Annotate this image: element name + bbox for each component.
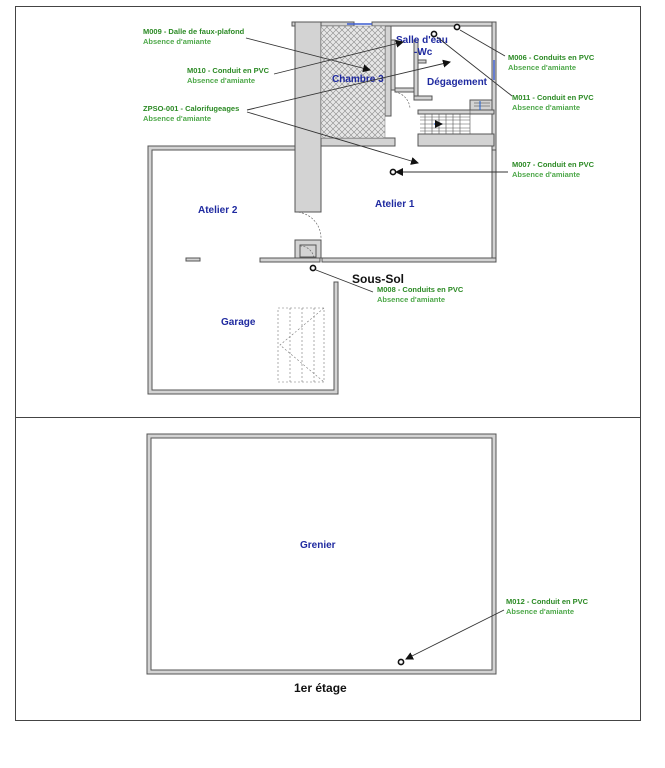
svg-text:M007 - Conduit en PVC: M007 - Conduit en PVC [512,160,595,169]
annotation-m010[interactable]: M010 - Conduit en PVC Absence d'amiante [187,66,270,85]
annotation-m011[interactable]: M011 - Conduit en PVC Absence d'amiante [512,93,594,112]
room-label-salle-eau: Salle d'eau [396,35,448,46]
annotation-m012[interactable]: M012 - Conduit en PVC Absence d'amiante [506,597,589,616]
marker-m012[interactable] [397,658,405,666]
upper-floor-frame [15,417,641,721]
svg-text:Absence d'amiante: Absence d'amiante [143,114,211,123]
room-label-degagement: Dégagement [427,77,488,88]
annotation-m008[interactable]: M008 - Conduits en PVC Absence d'amiante [377,285,464,304]
annotation-m007[interactable]: M007 - Conduit en PVC Absence d'amiante [512,160,595,179]
annotation-leaders [245,29,513,660]
marker-m007[interactable] [389,168,397,176]
svg-text:Absence d'amiante: Absence d'amiante [512,103,580,112]
basement-stairs [420,100,490,134]
svg-text:M010 - Conduit en PVC: M010 - Conduit en PVC [187,66,270,75]
sample-markers [309,23,461,666]
room-label-atelier2: Atelier 2 [198,205,238,216]
chambre3-hatch [320,25,386,139]
svg-text:Absence d'amiante: Absence d'amiante [187,76,255,85]
svg-text:Absence d'amiante: Absence d'amiante [377,295,445,304]
svg-text:Absence d'amiante: Absence d'amiante [508,63,576,72]
svg-text:Absence d'amiante: Absence d'amiante [143,37,211,46]
svg-text:M006 - Conduits en PVC: M006 - Conduits en PVC [508,53,595,62]
annotation-m006[interactable]: M006 - Conduits en PVC Absence d'amiante [508,53,595,72]
window-marks [347,23,495,80]
marker-m006[interactable] [453,23,461,31]
floor-title-basement: Sous-Sol [352,272,404,286]
annotation-zpso001[interactable]: ZPSO-001 - Calorifugeages Absence d'amia… [143,104,239,123]
room-label-salle-eau-wc: -Wc [414,47,433,58]
grenier-walls [146,433,497,675]
floor-title-upper: 1er étage [294,681,347,695]
svg-text:M008 - Conduits en PVC: M008 - Conduits en PVC [377,285,464,294]
svg-text:M011 - Conduit en PVC: M011 - Conduit en PVC [512,93,594,102]
svg-text:Absence d'amiante: Absence d'amiante [512,170,580,179]
svg-text:M009 - Dalle de faux-plafond: M009 - Dalle de faux-plafond [143,27,245,36]
annotation-m009[interactable]: M009 - Dalle de faux-plafond Absence d'a… [143,27,245,46]
room-label-grenier: Grenier [300,540,336,551]
svg-text:ZPSO-001 - Calorifugeages: ZPSO-001 - Calorifugeages [143,104,239,113]
svg-text:Absence d'amiante: Absence d'amiante [506,607,574,616]
room-label-chambre3: Chambre 3 [332,74,384,85]
marker-m011[interactable] [430,30,438,38]
room-label-garage: Garage [221,317,256,328]
marker-m008[interactable] [309,264,317,272]
garage-stairs [277,307,325,383]
door-swings [294,91,411,259]
room-label-atelier1: Atelier 1 [375,199,415,210]
svg-text:M012 - Conduit en PVC: M012 - Conduit en PVC [506,597,589,606]
